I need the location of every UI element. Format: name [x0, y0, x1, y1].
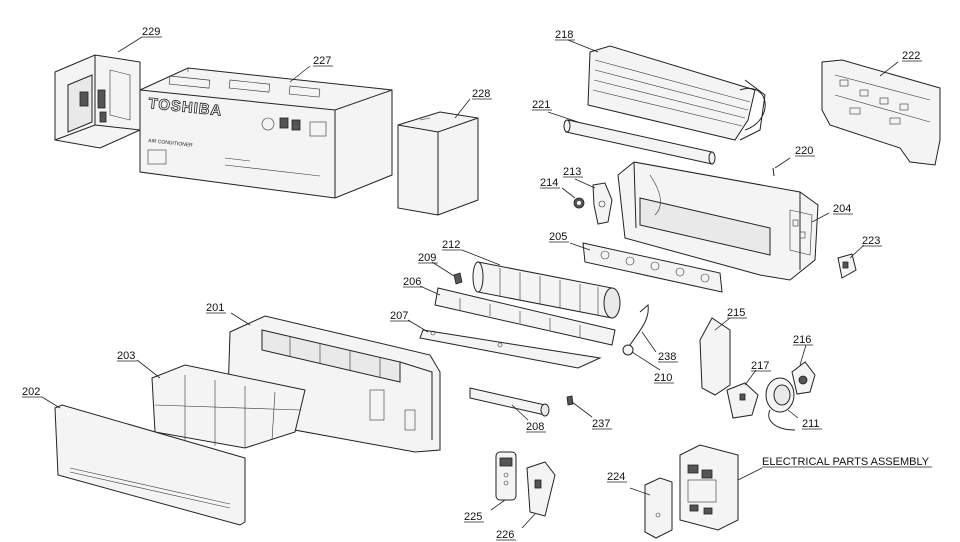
label-217: 217: [751, 360, 769, 372]
part-217-motor-bracket: [726, 382, 759, 419]
label-203: 203: [117, 350, 135, 362]
part-218-heat-exchanger: [587, 45, 766, 141]
label-238: 238: [658, 351, 676, 363]
label-216: 216: [793, 334, 811, 346]
part-215-side-cover: [699, 317, 731, 396]
part-209-screw: [453, 272, 463, 285]
part-229-packing-cushion: [54, 54, 141, 149]
label-213: 213: [563, 166, 581, 178]
part-238-sensor: [629, 304, 649, 346]
label-201: 201: [206, 302, 224, 314]
label-225: 225: [464, 511, 482, 523]
part-212-crossflow-fan: [472, 261, 621, 319]
part-225-remote-control: [495, 451, 517, 501]
label-221: 221: [532, 99, 550, 111]
label-214: 214: [540, 177, 558, 189]
label-211: 211: [802, 418, 820, 430]
label-206: 206: [403, 276, 421, 288]
part-237-screw: [566, 395, 574, 406]
label-228: 228: [472, 88, 490, 100]
label-204: 204: [833, 203, 851, 215]
part-211-fan-motor: [765, 377, 796, 431]
label-237: 237: [592, 418, 610, 430]
box-label: AIR CONDITIONER: [148, 138, 193, 149]
part-221-pipe: [563, 119, 716, 165]
label-220: 220: [795, 145, 813, 157]
part-202-front-grille: [54, 404, 246, 526]
label-224: 224: [607, 471, 625, 483]
label-202: 202: [22, 386, 40, 398]
part-labels: 229 227 228 218 222 221 220 213 214 204 …: [22, 26, 932, 541]
label-207: 207: [390, 310, 408, 322]
label-208: 208: [526, 421, 544, 433]
part-210-sensor-holder: [622, 344, 634, 356]
label-222: 222: [902, 50, 920, 62]
part-227-carton-box: TOSHIBA AIR CONDITIONER: [139, 67, 393, 199]
part-223-clip: [837, 253, 857, 279]
electrical-parts-assembly: [679, 444, 739, 531]
label-227: 227: [313, 55, 331, 67]
part-213-bearing-holder: [592, 182, 613, 225]
label-229: 229: [142, 26, 160, 38]
part-208-drain-hose: [469, 387, 550, 417]
part-224-terminal-cover: [644, 477, 673, 539]
part-204-rear-chassis: [617, 161, 819, 281]
part-220-pin: [772, 167, 775, 177]
part-214-bearing: [573, 197, 585, 209]
part-206-guard: [434, 287, 616, 346]
label-215: 215: [727, 307, 745, 319]
part-207-louver: [419, 329, 602, 369]
label-212: 212: [442, 239, 460, 251]
label-223: 223: [862, 235, 880, 247]
label-210: 210: [654, 372, 672, 384]
label-209: 209: [418, 252, 436, 264]
part-205-drain-pan: [582, 242, 723, 293]
part-228-packing-block: [397, 111, 479, 216]
label-226: 226: [496, 529, 514, 541]
label-218: 218: [555, 29, 573, 41]
part-222-mounting-plate: [821, 59, 941, 166]
part-216-bearing-base: [791, 361, 816, 395]
part-226-remote-holder: [526, 461, 556, 517]
label-electrical-parts-assembly: ELECTRICAL PARTS ASSEMBLY: [762, 456, 930, 468]
label-205: 205: [549, 231, 567, 243]
